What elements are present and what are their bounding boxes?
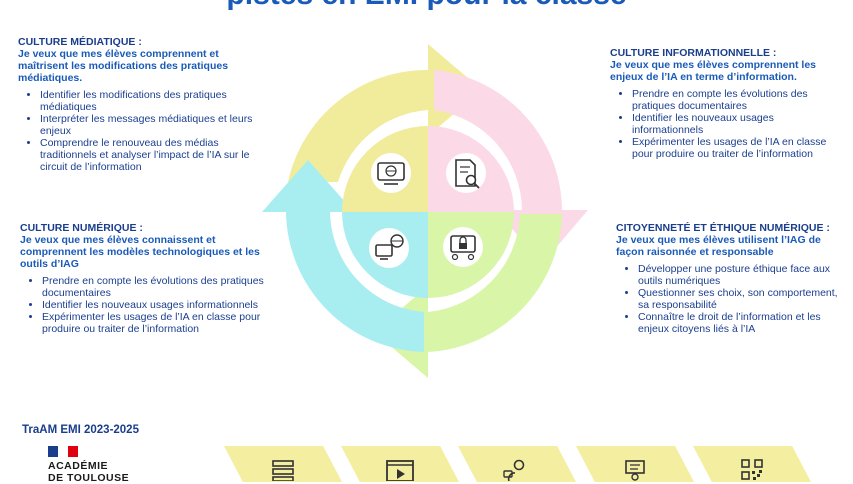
logo-line-2: DE TOULOUSE [48,472,130,484]
network-devices-icon [369,228,409,268]
block-intro: Je veux que mes élèves connaissent et co… [20,234,260,270]
list-item: Interpréter les messages médiatiques et … [40,113,263,137]
block-heading: CITOYENNETÉ ET ÉTHIQUE NUMÉRIQUE : [616,222,830,234]
presentation-icon [625,460,645,481]
block-intro: Je veux que mes élèves comprennent les e… [610,59,817,83]
list-item: Questionner ses choix, son comportement,… [638,287,846,311]
block-list: Prendre en compte les évolutions des pra… [610,88,835,160]
block-citoyennete-ethique: CITOYENNETÉ ET ÉTHIQUE NUMÉRIQUE : Je ve… [616,222,846,335]
people-chat-icon [503,459,525,481]
footer-chevron-presentation[interactable] [576,446,694,482]
list-item: Prendre en compte les évolutions des pra… [632,88,835,112]
french-flag-icon [48,446,78,457]
list-item: Développer une posture éthique face aux … [638,263,846,287]
cycle-arrow-yellow [288,44,482,182]
academie-logo: ACADÉMIE DE TOULOUSE [48,446,148,484]
page-title: pistes en EMI pour la classe [0,0,853,12]
list-item: Identifier les nouveaux usages informati… [632,112,835,136]
footer-label: TraAM EMI 2023-2025 [22,424,139,436]
footer-chevron-qr[interactable] [693,446,811,482]
list-item: Expérimenter les usages de l’IA en class… [632,136,835,160]
qr-code-icon [741,459,763,480]
footer-chevron-video[interactable] [341,446,459,482]
block-culture-numerique: CULTURE NUMÉRIQUE : Je veux que mes élèv… [20,222,265,335]
block-list: Prendre en compte les évolutions des pra… [20,275,265,335]
video-player-icon [386,460,414,481]
footer-chevron-list[interactable] [224,446,342,482]
document-search-icon [446,153,486,193]
logo-line-1: ACADÉMIE [48,460,109,472]
block-culture-informationnelle: CULTURE INFORMATIONNELLE : Je veux que m… [610,47,835,160]
block-heading: CULTURE NUMÉRIQUE : [20,222,143,234]
footer-chevron-people[interactable] [458,446,576,482]
computer-network-icon [371,153,411,193]
block-intro: Je veux que mes élèves utilisent l’IAG d… [616,234,821,258]
list-item: Prendre en compte les évolutions des pra… [42,275,265,299]
block-list: Identifier les modifications des pratiqu… [18,89,263,173]
block-list: Développer une posture éthique face aux … [616,263,846,335]
list-item: Identifier les nouveaux usages informati… [42,299,265,311]
list-item: Expérimenter les usages de l’IA en class… [42,311,265,335]
block-heading: CULTURE INFORMATIONNELLE : [610,47,777,59]
list-item: Connaître le droit de l’information et l… [638,311,846,335]
security-lock-icon [443,227,483,267]
block-heading: CULTURE MÉDIATIQUE : [18,36,142,48]
block-intro: Je veux que mes élèves comprennent et ma… [18,48,229,84]
list-icon [272,460,294,481]
block-culture-mediatique: CULTURE MÉDIATIQUE : Je veux que mes élè… [18,36,263,173]
list-item: Comprendre le renouveau des médias tradi… [40,137,263,173]
cycle-arrow-cyan [262,160,424,352]
list-item: Identifier les modifications des pratiqu… [40,89,263,113]
